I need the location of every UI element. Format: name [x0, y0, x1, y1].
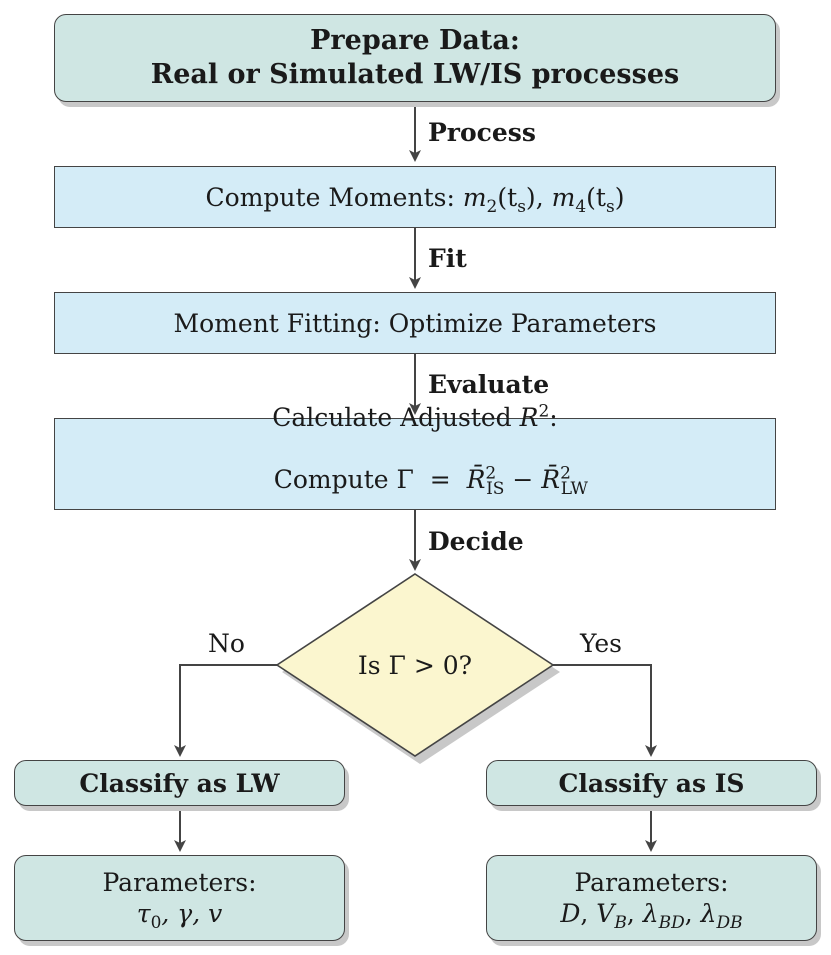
edge-label-fit: Fit — [428, 244, 467, 273]
adjusted-r2-node: Calculate Adjusted R2: Compute Γ = R̄2IS… — [54, 403, 776, 510]
params-lw-values: τ0, γ, v — [136, 899, 223, 933]
edge-label-yes: Yes — [580, 629, 622, 658]
prepare-data-subtitle: Real or Simulated LW/IS processes — [150, 59, 680, 90]
params-is-node: Parameters: D, VB, λBD, λDB — [486, 855, 817, 941]
arrow-yes — [553, 664, 657, 757]
prepare-data-node: Prepare Data: Real or Simulated LW/IS pr… — [54, 14, 776, 102]
params-lw-title: Parameters: — [102, 867, 257, 897]
decision-diamond — [275, 573, 555, 757]
compute-moments-text: Compute Moments: m2(ts), m4(ts) — [205, 182, 625, 217]
classify-is-text: Classify as IS — [558, 768, 745, 798]
adjusted-r2-formula: Compute Γ = R̄2IS − R̄2LW — [273, 463, 589, 499]
classify-is-node: Classify as IS — [486, 760, 817, 806]
edge-label-process: Process — [428, 118, 536, 147]
params-is-values: D, VB, λBD, λDB — [560, 899, 743, 933]
edge-label-decide: Decide — [428, 527, 524, 556]
params-lw-node: Parameters: τ0, γ, v — [14, 855, 345, 941]
compute-moments-node: Compute Moments: m2(ts), m4(ts) — [54, 166, 776, 228]
edge-label-evaluate: Evaluate — [428, 370, 550, 399]
params-is-title: Parameters: — [574, 867, 729, 897]
prepare-data-title: Prepare Data: — [310, 25, 520, 57]
adjusted-r2-title: Calculate Adjusted R2: — [272, 401, 558, 432]
classify-lw-text: Classify as LW — [79, 768, 280, 798]
edge-label-no: No — [208, 629, 245, 658]
classify-lw-node: Classify as LW — [14, 760, 345, 806]
moment-fitting-node: Moment Fitting: Optimize Parameters — [54, 292, 776, 354]
moment-fitting-text: Moment Fitting: Optimize Parameters — [173, 308, 657, 338]
decision-text: Is Γ > 0? — [357, 650, 473, 680]
arrow-no — [174, 664, 277, 757]
